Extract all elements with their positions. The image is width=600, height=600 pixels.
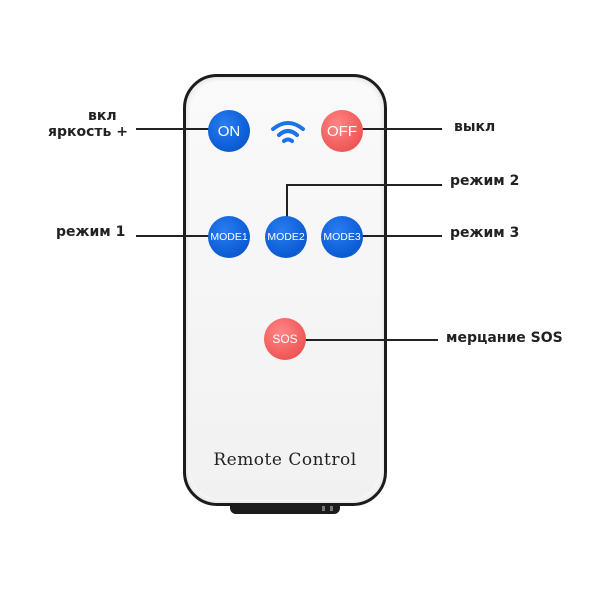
callout-line-on bbox=[136, 128, 226, 130]
callout-label-mode2: режим 2 bbox=[450, 173, 520, 189]
wifi-icon bbox=[271, 121, 305, 143]
callout-label-on: вкл bbox=[88, 108, 117, 124]
remote-caption: Remote Control bbox=[213, 450, 357, 470]
off-button[interactable]: OFF bbox=[321, 110, 363, 152]
remote-tick bbox=[322, 506, 325, 511]
callout-line-mode3 bbox=[342, 235, 442, 237]
mode3-button-label: MODE3 bbox=[323, 231, 361, 243]
off-button-label: OFF bbox=[327, 122, 357, 140]
callout-label-mode3: режим 3 bbox=[450, 225, 520, 241]
callout-line-mode2 bbox=[286, 184, 442, 186]
mode2-button-label: MODE2 bbox=[267, 231, 305, 243]
mode1-button[interactable]: MODE1 bbox=[208, 216, 250, 258]
callout-line-sos bbox=[286, 339, 438, 341]
callout-line-mode2-vertical bbox=[286, 184, 288, 224]
callout-line-off bbox=[342, 128, 442, 130]
mode3-button[interactable]: MODE3 bbox=[321, 216, 363, 258]
callout-label-brightness: яркость + bbox=[48, 124, 129, 140]
on-button[interactable]: ON bbox=[208, 110, 250, 152]
remote-tick bbox=[330, 506, 333, 511]
callout-label-mode1: режим 1 bbox=[56, 224, 126, 240]
sos-button[interactable]: SOS bbox=[264, 318, 306, 360]
mode2-button[interactable]: MODE2 bbox=[265, 216, 307, 258]
mode1-button-label: MODE1 bbox=[210, 231, 248, 243]
sos-button-label: SOS bbox=[272, 332, 298, 346]
callout-label-sos: мерцание SOS bbox=[446, 330, 563, 346]
callout-label-off: выкл bbox=[454, 119, 496, 135]
on-button-label: ON bbox=[217, 122, 241, 140]
callout-line-mode1 bbox=[136, 235, 226, 237]
